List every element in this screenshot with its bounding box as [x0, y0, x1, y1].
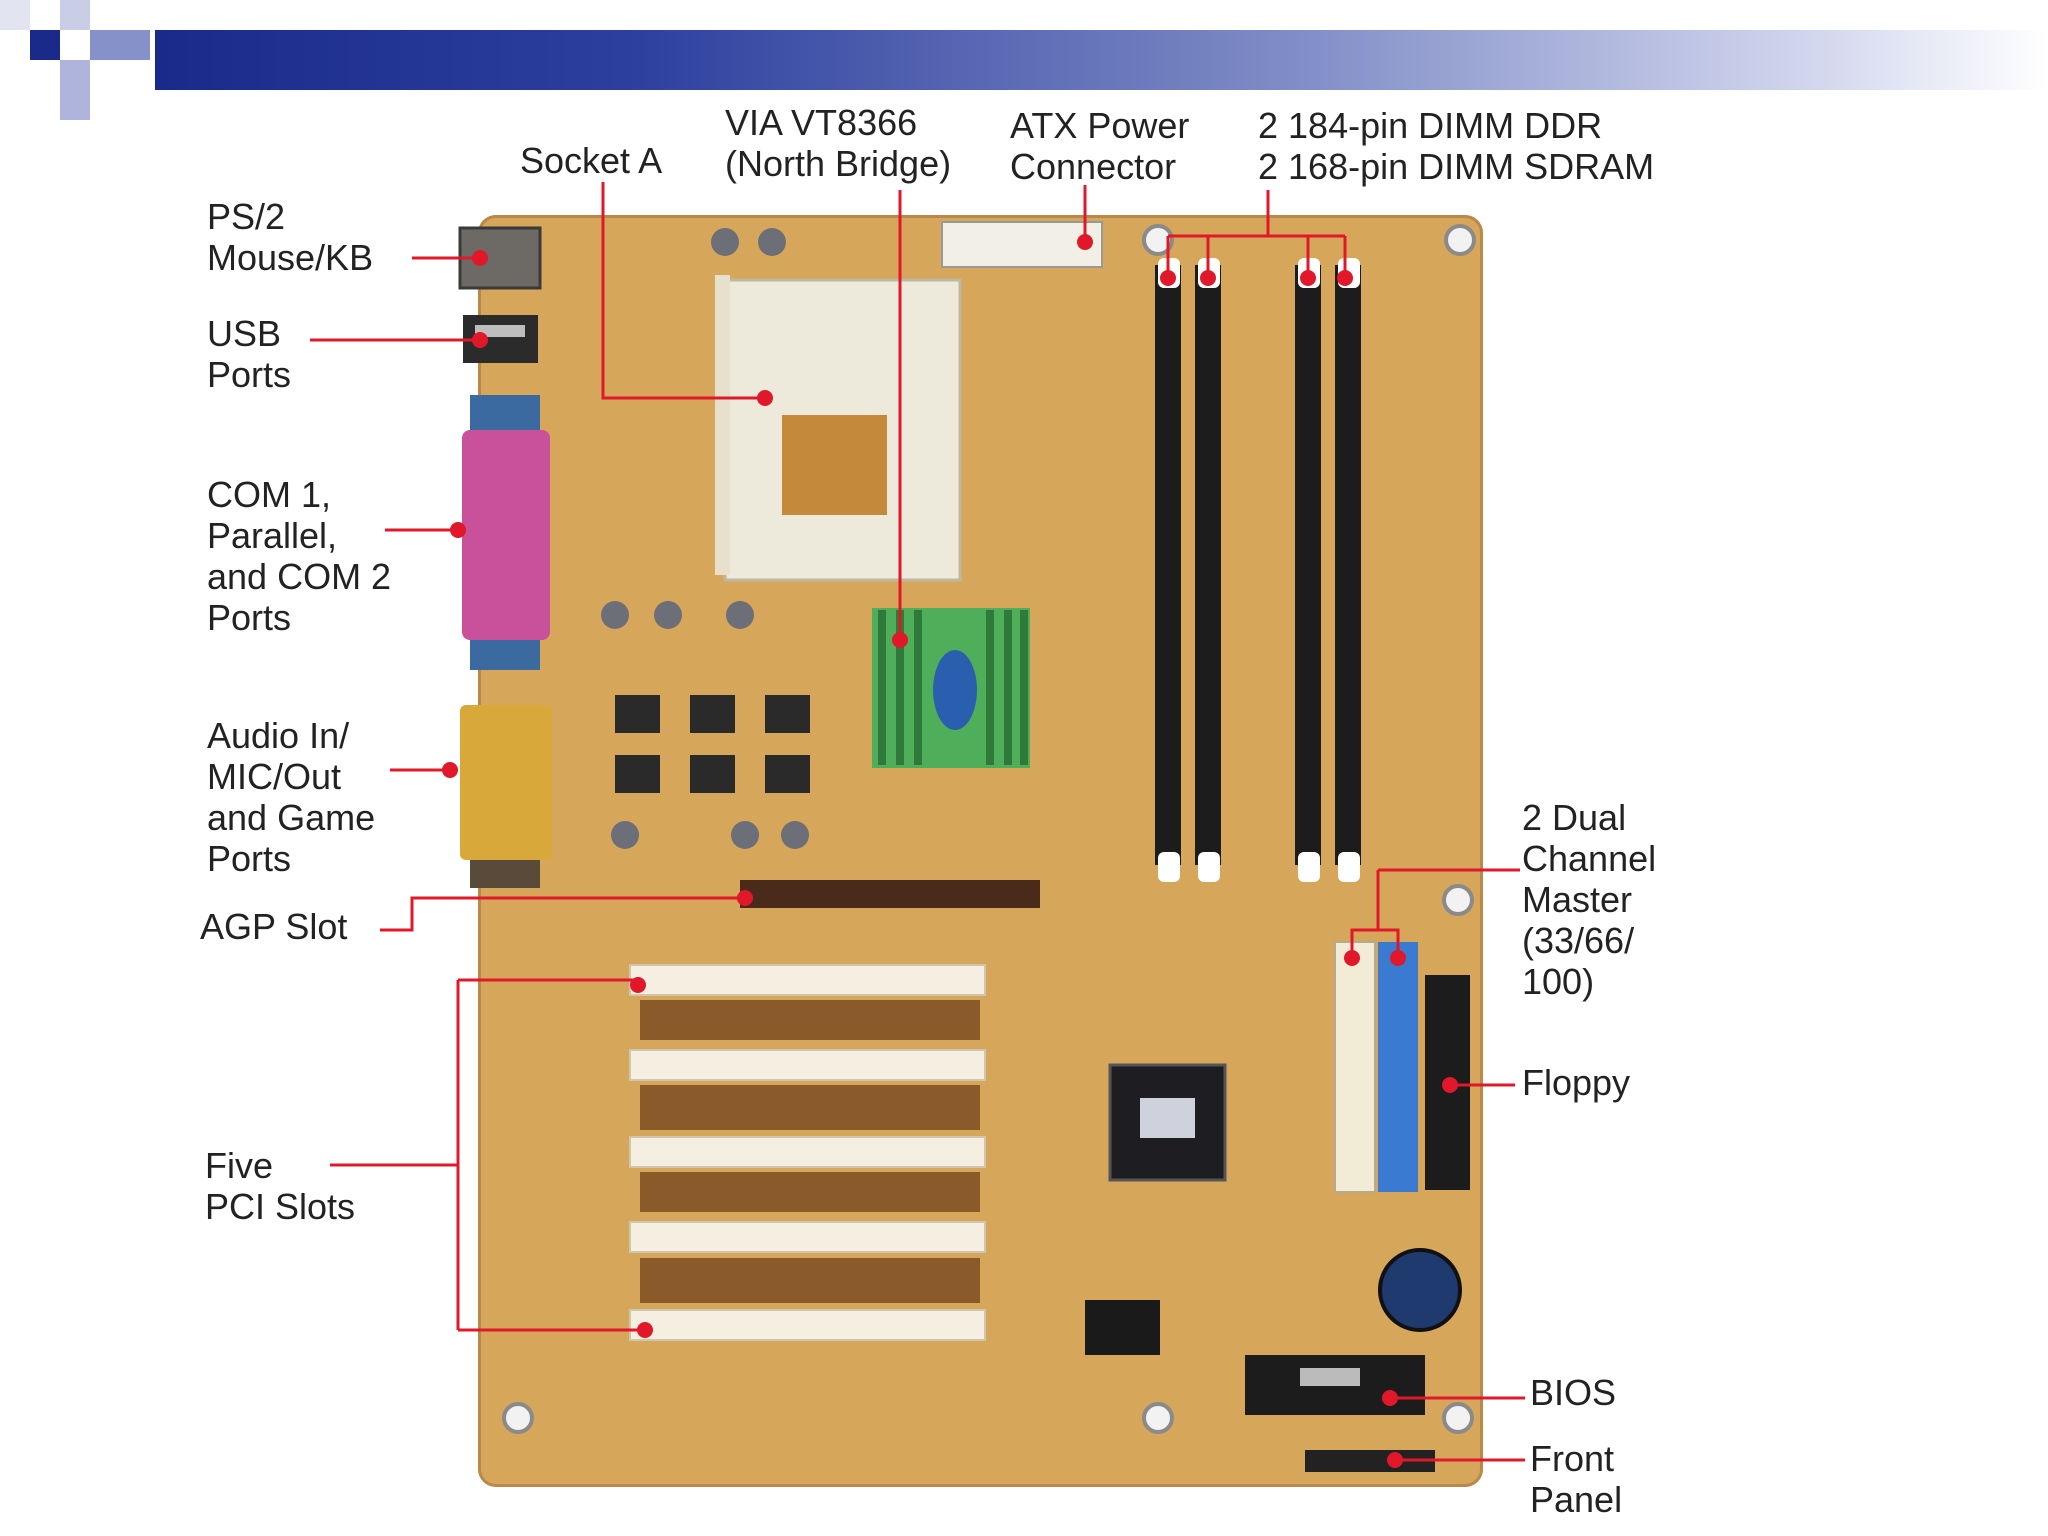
via-logo-sticker [933, 650, 977, 730]
label-com-line4: Ports [207, 597, 292, 638]
agp-slot [740, 880, 1040, 908]
game-port [460, 705, 552, 860]
label-dimm-line2: 2 168-pin DIMM SDRAM [1258, 146, 1655, 187]
dot-north-bridge [892, 632, 908, 648]
label-ps2-line1: PS/2 [207, 196, 286, 237]
header-square-pale [0, 0, 30, 30]
label-agp-slot: AGP Slot [200, 906, 348, 947]
label-ide-line2: Channel [1522, 838, 1657, 879]
label-socket-a: Socket A [520, 140, 663, 181]
usb-port-slot [475, 325, 525, 337]
label-usb-line1: USB [207, 313, 282, 354]
label-ps2-line2: Mouse/KB [207, 237, 374, 278]
front-panel-header [1305, 1450, 1435, 1472]
label-front-panel-line2: Panel [1530, 1479, 1623, 1520]
label-north-bridge-line2: (North Bridge) [725, 143, 952, 184]
leader-socket-a [601, 182, 765, 400]
label-audio-line4: Ports [207, 838, 292, 879]
pci-slot-5 [629, 1309, 986, 1341]
label-ide-line5: 100) [1522, 961, 1595, 1002]
dot-pci-1 [630, 977, 646, 993]
io-chip [1085, 1300, 1160, 1355]
label-bios: BIOS [1530, 1372, 1617, 1413]
dimm-slot-3 [1295, 265, 1321, 865]
dot-socket [757, 390, 773, 406]
label-audio-line1: Audio In/ [207, 715, 350, 756]
pci-slot-2 [629, 1049, 986, 1081]
header-square-light-2 [60, 60, 90, 120]
dot-audio [442, 762, 458, 778]
leader-ide-branch [1350, 870, 1380, 958]
dimm-slot-4 [1335, 265, 1361, 865]
label-front-panel-line1: Front [1530, 1438, 1615, 1479]
south-bridge-chip [1108, 1063, 1227, 1182]
dot-agp [737, 890, 753, 906]
label-usb-line2: Ports [207, 354, 292, 395]
label-ide-line1: 2 Dual [1522, 797, 1627, 838]
cmos-battery [1378, 1248, 1462, 1332]
parallel-port [462, 430, 550, 640]
ide-connector-2 [1378, 942, 1418, 1192]
dot-floppy [1442, 1077, 1458, 1093]
header-square-light [60, 0, 90, 30]
pci-slot-4 [629, 1221, 986, 1253]
label-audio-line2: MIC/Out [207, 756, 342, 797]
dot-usb [472, 332, 488, 348]
label-com-line2: Parallel, [207, 515, 338, 556]
dot-com [450, 522, 466, 538]
dot-ide-2 [1390, 950, 1406, 966]
label-ide-line3: Master [1522, 879, 1633, 920]
header-square-mid [90, 30, 150, 60]
pci-slot-3 [629, 1136, 986, 1168]
label-com-line1: COM 1, [207, 474, 332, 515]
header-square-dark [30, 30, 60, 60]
atx-power-connector [941, 221, 1103, 268]
dot-dimm-1 [1160, 270, 1176, 286]
label-north-bridge-line1: VIA VT8366 [725, 102, 918, 143]
dot-dimm-2 [1200, 270, 1216, 286]
dot-ide-1 [1344, 950, 1360, 966]
dot-pci-5 [637, 1322, 653, 1338]
com1-port [470, 395, 540, 430]
dot-bios [1382, 1390, 1398, 1406]
leader-ide-branch-2 [1378, 928, 1400, 958]
label-atx-line2: Connector [1010, 146, 1177, 187]
ide-connector-1 [1334, 941, 1376, 1193]
slide-header-bar [155, 30, 2048, 90]
cpu-socket-lever [715, 275, 730, 575]
leader-agp [380, 896, 745, 932]
audio-jacks [470, 860, 540, 888]
dot-dimm-3 [1300, 270, 1316, 286]
com2-port [470, 640, 540, 670]
label-dimm-line1: 2 184-pin DIMM DDR [1258, 105, 1603, 146]
dimm-slot-1 [1155, 265, 1181, 865]
label-audio-line3: and Game [207, 797, 376, 838]
cpu-socket-center [782, 415, 887, 515]
dimm-slot-2 [1195, 265, 1221, 865]
label-ide-line4: (33/66/ [1522, 920, 1635, 961]
label-pci-line2: PCI Slots [205, 1186, 356, 1227]
label-pci-line1: Five [205, 1145, 274, 1186]
label-floppy: Floppy [1522, 1062, 1631, 1103]
dot-dimm-4 [1337, 270, 1353, 286]
dot-atx [1077, 234, 1093, 250]
south-bridge-logo [1140, 1098, 1195, 1138]
pci-slot-1 [629, 964, 986, 996]
label-atx-line1: ATX Power [1010, 105, 1190, 146]
dot-ps2 [472, 250, 488, 266]
label-com-line3: and COM 2 [207, 556, 392, 597]
dot-front-panel [1387, 1452, 1403, 1468]
